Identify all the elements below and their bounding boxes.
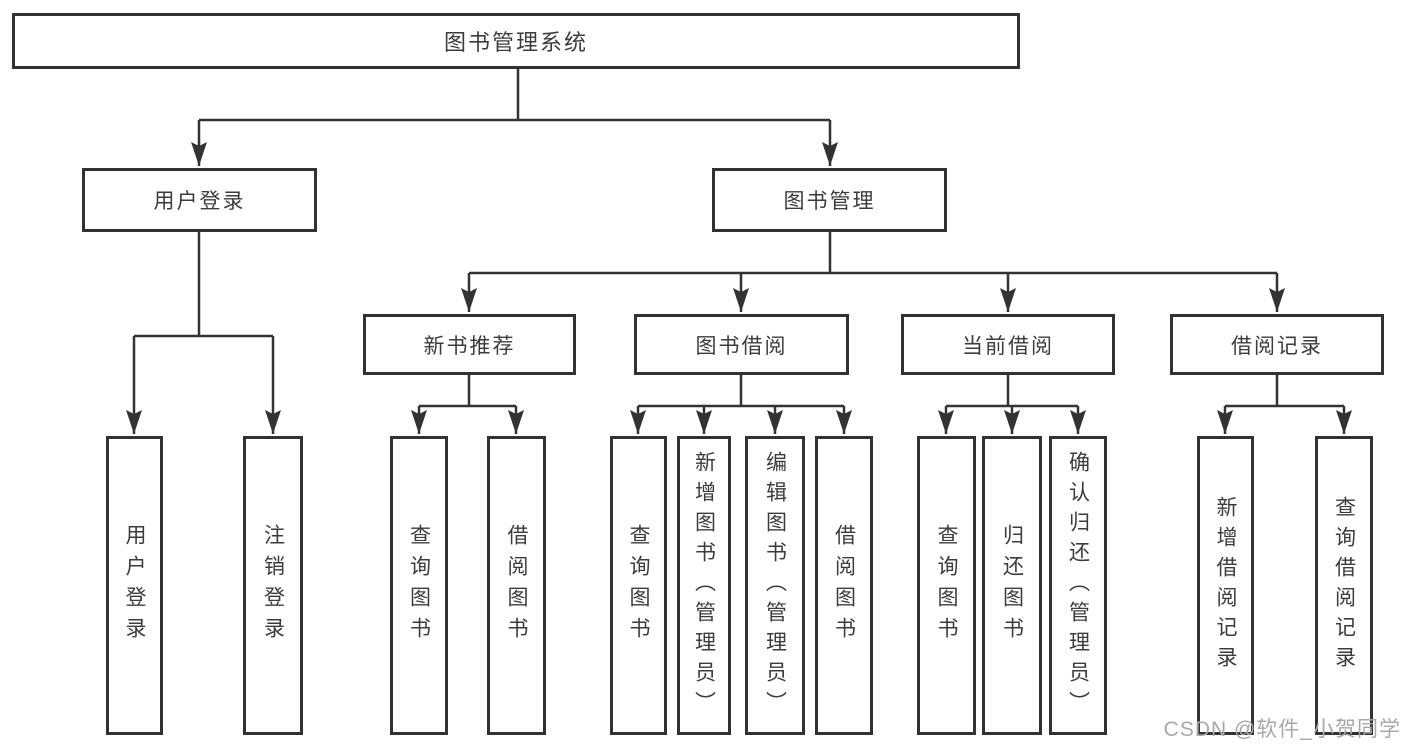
edge-new-book-recommend-to-leaves (411, 375, 524, 434)
node-new-book-recommend: 新书推荐 (363, 314, 576, 375)
leaf-borrow-books-recommend: 借阅图书 (487, 436, 546, 735)
leaf-query-borrow-record: 查询借阅记录 (1315, 436, 1373, 735)
node-root-system: 图书管理系统 (12, 13, 1020, 69)
leaf-query-books-recommend: 查询图书 (390, 436, 448, 735)
edge-book-borrow-to-leaves (630, 375, 852, 434)
edge-borrow-records-to-leaves (1217, 375, 1352, 434)
leaf-confirm-return-admin: 确认归还（管理员） (1049, 436, 1107, 735)
leaf-add-books-admin: 新增图书（管理员） (677, 436, 731, 735)
leaf-query-books-current: 查询图书 (917, 436, 976, 735)
edge-root-to-level2 (191, 68, 838, 166)
edge-current-borrow-to-leaves (938, 375, 1086, 434)
node-book-borrow: 图书借阅 (634, 314, 849, 375)
csdn-watermark: CSDN @软件_小贺同学 (1163, 718, 1401, 741)
node-current-borrow: 当前借阅 (901, 314, 1115, 375)
leaf-user-login: 用户登录 (106, 436, 163, 735)
leaf-edit-books-admin: 编辑图书（管理员） (745, 436, 805, 735)
node-user-login: 用户登录 (82, 168, 317, 232)
leaf-logout-login: 注销登录 (243, 436, 303, 735)
leaf-borrow-books: 借阅图书 (815, 436, 873, 735)
edge-book-management-to-level3 (461, 232, 1285, 312)
edge-user-login-to-leaves (126, 232, 281, 434)
leaf-query-books-borrow: 查询图书 (610, 436, 667, 735)
node-borrow-records: 借阅记录 (1170, 314, 1384, 375)
leaf-return-books: 归还图书 (982, 436, 1042, 735)
leaf-add-borrow-record: 新增借阅记录 (1197, 436, 1254, 735)
node-book-management: 图书管理 (712, 168, 947, 232)
